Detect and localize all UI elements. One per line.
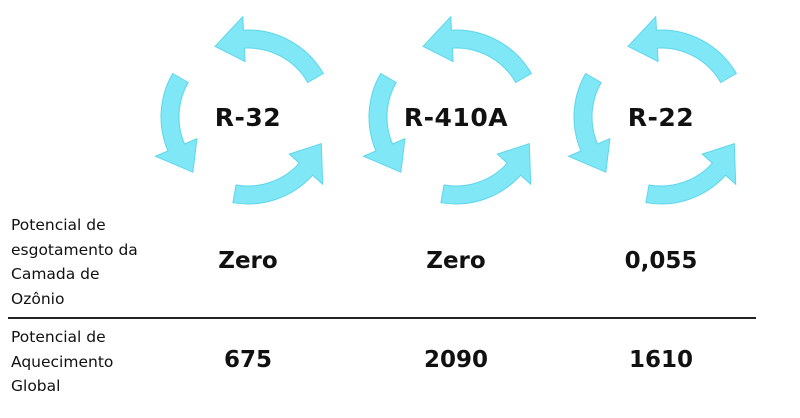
cycle-arrows-icon	[154, 15, 325, 205]
refrigerant-name: R-32	[214, 102, 282, 132]
refrigerant-cycle-r410a: R-410A	[361, 15, 551, 212]
gwp-value-r22: 1610	[628, 347, 693, 373]
refrigerant-name: R-22	[627, 102, 695, 132]
cycle-arrow-segment	[440, 142, 532, 205]
row-label-global-warming: Potencial de Aquecimento Global	[11, 328, 114, 395]
ozone-value-r22: 0,055	[624, 248, 698, 274]
cycle-arrow-segment	[645, 142, 737, 205]
refrigerant-name: R-410A	[403, 102, 509, 132]
cycle-arrow-segment	[422, 15, 533, 84]
ozone-value-r410a: Zero	[426, 248, 486, 274]
cycle-arrow-segment	[567, 72, 611, 173]
refrigerant-cycle-r32: R-32	[153, 15, 343, 212]
cycle-arrow-segment	[627, 15, 738, 84]
gwp-value-r32: 675	[223, 347, 272, 373]
cycle-arrow-segment	[154, 72, 198, 173]
row-label-ozone-depletion: Potencial de esgotamento da Camada de Oz…	[11, 216, 138, 308]
cycle-arrow-segment	[362, 72, 406, 173]
cycle-arrow-segment	[232, 142, 324, 205]
cycle-arrow-segment	[214, 15, 325, 84]
cycle-arrows-icon	[567, 15, 738, 205]
refrigerant-cycle-r22: R-22	[566, 15, 756, 212]
row-divider	[8, 317, 756, 319]
gwp-value-r410a: 2090	[423, 347, 488, 373]
cycle-arrows-icon	[362, 15, 533, 205]
ozone-value-r32: Zero	[218, 248, 278, 274]
